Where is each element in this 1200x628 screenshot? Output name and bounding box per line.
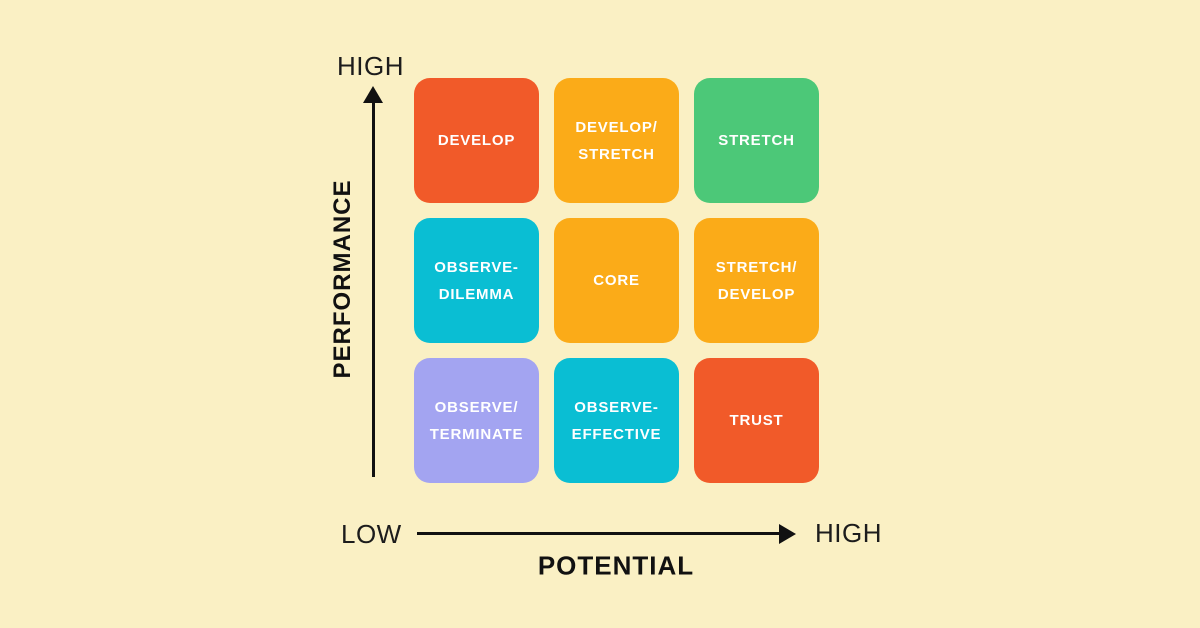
y-axis-arrowhead-icon <box>363 86 383 103</box>
matrix-cell-trust: TRUST <box>694 358 819 483</box>
matrix-cell-develop-stretch: DEVELOP/ STRETCH <box>554 78 679 203</box>
y-axis-line <box>372 100 375 477</box>
x-axis-low-label: LOW <box>341 519 402 549</box>
matrix-cell-label: CORE <box>593 272 640 289</box>
matrix-cell-label: OBSERVE- EFFECTIVE <box>571 398 662 443</box>
matrix-grid: DEVELOP DEVELOP/ STRETCH STRETCH OBSERVE… <box>414 78 819 483</box>
x-axis-line <box>417 532 781 535</box>
matrix-cell-label: TRUST <box>729 412 784 429</box>
x-axis-arrowhead-icon <box>779 524 796 544</box>
x-axis-title: POTENTIAL <box>537 550 695 581</box>
matrix-cell-label: STRETCH <box>718 132 795 149</box>
y-axis-high-label: HIGH <box>337 51 404 81</box>
matrix-cell-label: OBSERVE/ TERMINATE <box>429 398 524 443</box>
matrix-cell-core: CORE <box>554 218 679 343</box>
matrix-cell-stretch-develop: STRETCH/ DEVELOP <box>694 218 819 343</box>
matrix-cell-observe-terminate: OBSERVE/ TERMINATE <box>414 358 539 483</box>
matrix-cell-label: OBSERVE- DILEMMA <box>434 258 519 303</box>
matrix-cell-develop: DEVELOP <box>414 78 539 203</box>
x-axis-high-label: HIGH <box>815 518 882 548</box>
matrix-cell-label: DEVELOP <box>437 132 516 149</box>
matrix-cell-observe-dilemma: OBSERVE- DILEMMA <box>414 218 539 343</box>
matrix-cell-stretch: STRETCH <box>694 78 819 203</box>
matrix-cell-label: DEVELOP/ STRETCH <box>575 118 658 163</box>
matrix-cell-observe-effective: OBSERVE- EFFECTIVE <box>554 358 679 483</box>
y-axis-title: PERFORMANCE <box>329 179 356 379</box>
matrix-cell-label: STRETCH/ DEVELOP <box>715 258 798 303</box>
